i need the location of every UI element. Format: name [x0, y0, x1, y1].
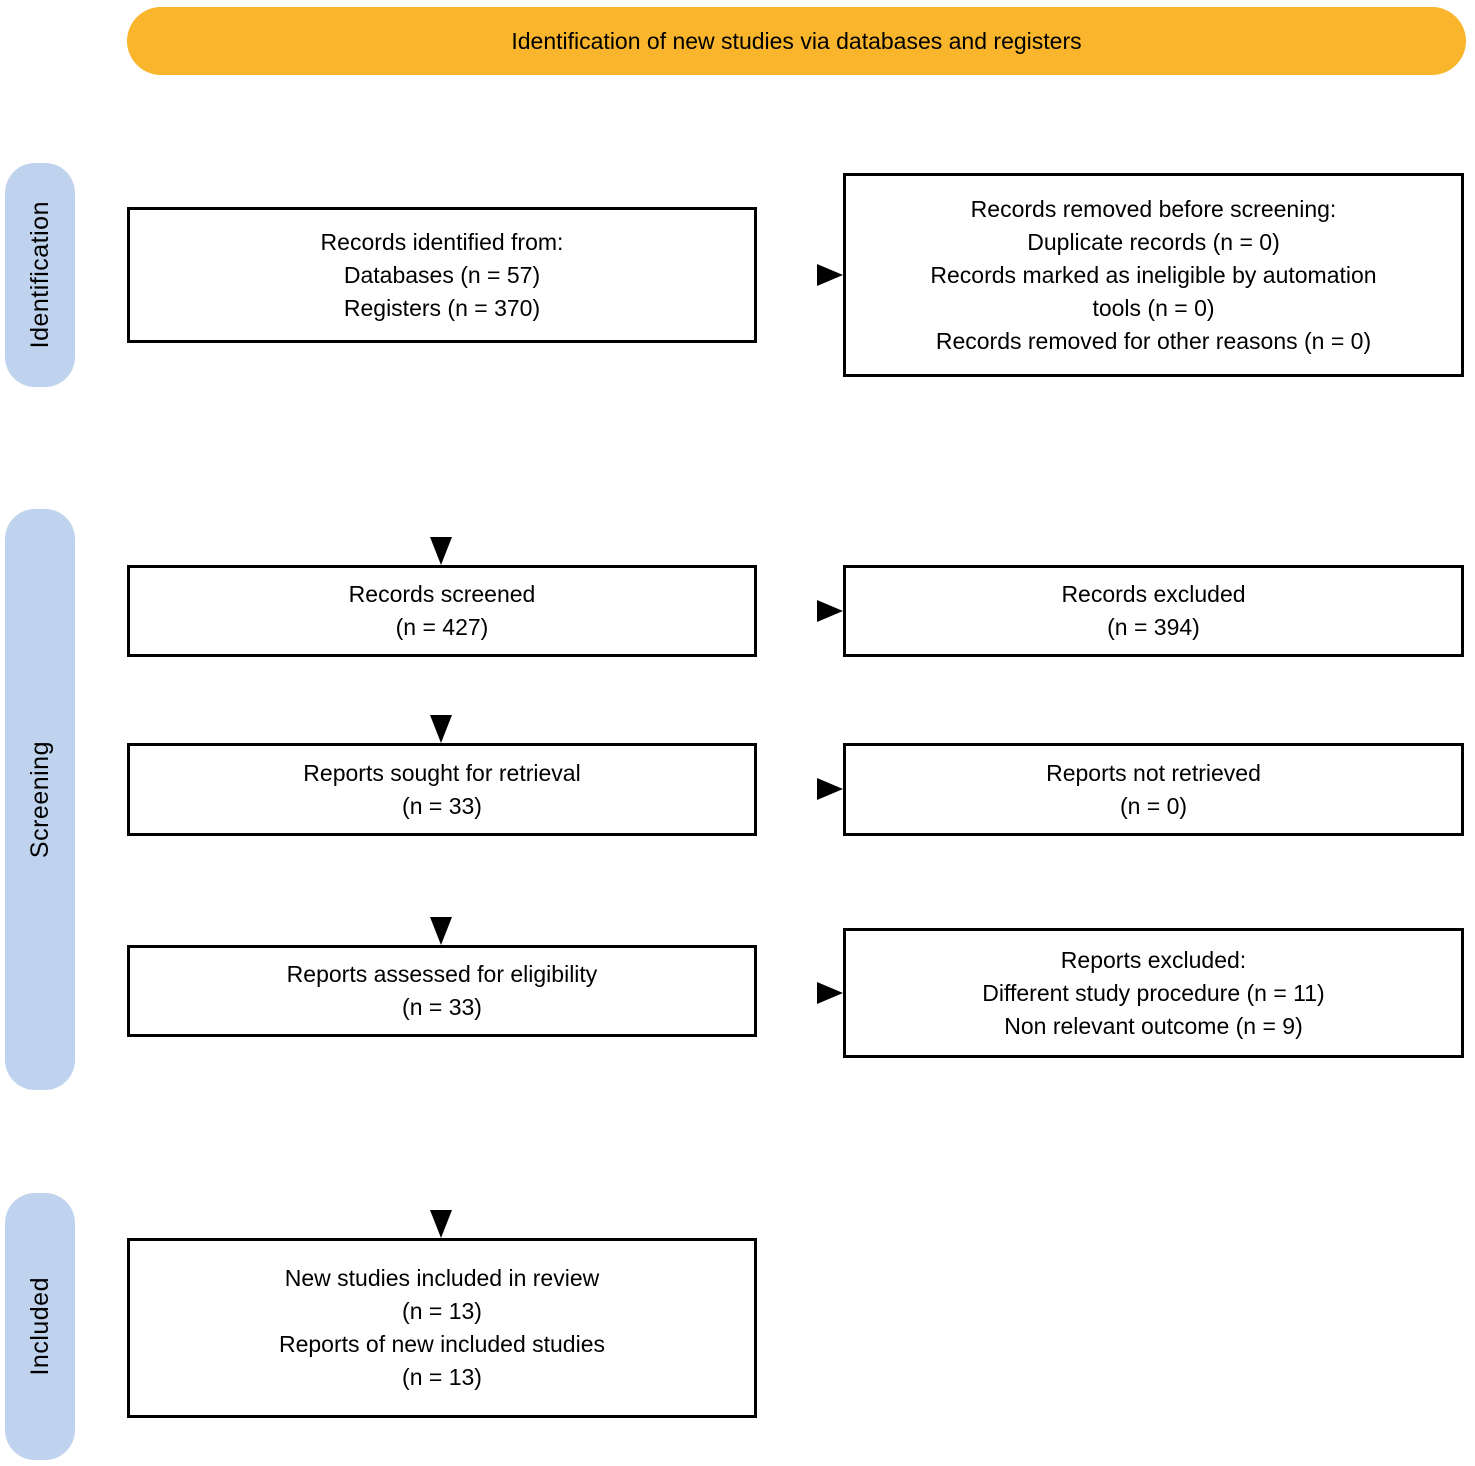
- box-records-screened: Records screened (n = 427): [127, 565, 757, 657]
- box-text-line: Records removed before screening:: [970, 195, 1337, 222]
- right-arrow-icon: [817, 982, 843, 1004]
- right-arrow-icon: [817, 264, 843, 286]
- box-text-line: Different study procedure (n = 11): [982, 979, 1325, 1006]
- box-text-line: (n = 33): [402, 792, 482, 819]
- box-text-line: (n = 0): [1119, 792, 1188, 819]
- box-text-line: Databases (n = 57): [343, 261, 541, 288]
- box-text-line: Reports excluded:: [1060, 946, 1247, 973]
- stage-label-identification: Identification: [25, 201, 54, 349]
- box-text-line: Duplicate records (n = 0): [1027, 228, 1280, 255]
- box-text-line: (n = 394): [1107, 614, 1200, 640]
- box-text-line: Records screened: [348, 581, 536, 607]
- box-text-line: (n = 13): [402, 1298, 482, 1324]
- box-text-line: Records removed for other reasons (n = 0…: [935, 327, 1372, 354]
- box-text-line: New studies included in review: [284, 1265, 600, 1291]
- box-reports-assessed: Reports assessed for eligibility (n = 33…: [127, 945, 757, 1037]
- stage-bar-identification: Identification: [5, 163, 75, 387]
- box-text-line: Reports of new included studies: [278, 1331, 606, 1357]
- box-reports-not-retrieved: Reports not retrieved (n = 0): [843, 743, 1464, 836]
- banner: Identification of new studies via databa…: [127, 7, 1466, 75]
- box-text-line: Records identified from:: [320, 228, 564, 255]
- right-arrow-icon: [817, 600, 843, 622]
- down-arrow-icon: [430, 537, 452, 565]
- stage-bar-included: Included: [5, 1193, 75, 1460]
- box-records-identified: Records identified from: Databases (n = …: [127, 207, 757, 343]
- box-text-line: tools (n = 0): [1092, 294, 1215, 321]
- box-reports-sought: Reports sought for retrieval (n = 33): [127, 743, 757, 836]
- box-text-line: (n = 33): [402, 994, 482, 1020]
- box-text-line: Records excluded: [1061, 581, 1246, 607]
- down-arrow-icon: [430, 1210, 452, 1238]
- box-text-line: Reports assessed for eligibility: [286, 961, 598, 987]
- stage-label-screening: Screening: [25, 740, 54, 859]
- stage-bar-screening: Screening: [5, 509, 75, 1090]
- banner-title: Identification of new studies via databa…: [511, 27, 1082, 54]
- stage-label-included: Included: [25, 1277, 54, 1376]
- box-text-line: Reports not retrieved: [1046, 759, 1261, 786]
- box-text-line: (n = 427): [395, 614, 489, 640]
- box-text-line: (n = 13): [402, 1364, 482, 1390]
- box-text-line: Non relevant outcome (n = 9): [1004, 1012, 1303, 1039]
- box-reports-excluded: Reports excluded: Different study proced…: [843, 928, 1464, 1058]
- box-text-line: Registers (n = 370): [343, 294, 541, 321]
- down-arrow-icon: [430, 917, 452, 945]
- right-arrow-icon: [817, 778, 843, 800]
- box-new-studies-included: New studies included in review (n = 13) …: [127, 1238, 757, 1418]
- box-records-excluded: Records excluded (n = 394): [843, 565, 1464, 657]
- down-arrow-icon: [430, 715, 452, 743]
- box-records-removed: Records removed before screening: Duplic…: [843, 173, 1464, 377]
- box-text-line: Records marked as ineligible by automati…: [930, 261, 1377, 288]
- box-text-line: Reports sought for retrieval: [303, 759, 581, 786]
